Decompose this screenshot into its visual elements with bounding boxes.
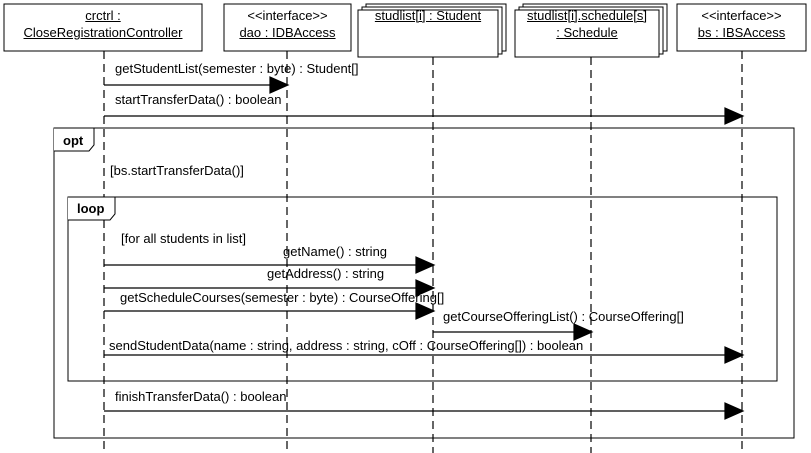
lifeline-name: dao : IDBAccess <box>239 25 336 40</box>
msg-arrowhead-getstudentlist <box>269 76 290 94</box>
msg-label-getcourseofferinglist: getCourseOfferingList() : CourseOffering… <box>443 309 684 324</box>
lifeline-name: bs : IBSAccess <box>697 25 786 40</box>
msg-arrowhead-getschedulecourses <box>415 302 436 320</box>
loop-label: loop <box>77 201 105 216</box>
lifeline-head-crctrl: crctrl : CloseRegistrationController <box>4 7 202 41</box>
lifeline-name-line2: : Schedule <box>556 25 618 40</box>
lifeline-head-dao: <<interface>> dao : IDBAccess <box>224 7 351 41</box>
msg-label-sendstudentdata: sendStudentData(name : string, address :… <box>109 338 584 353</box>
lifeline-box-crctrl <box>3 3 203 52</box>
lifeline-stereotype: <<interface>> <box>701 8 782 23</box>
msg-label-getaddress: getAddress() : string <box>267 266 385 281</box>
lifeline-name: studlist[i] : Student <box>374 8 482 23</box>
lifeline-head-schedule: studlist[i].schedule[s] : Schedule <box>515 7 659 41</box>
msg-label-getschedulecourses: getScheduleCourses(semester : byte) : Co… <box>120 290 445 305</box>
lifeline-name: crctrl : <box>85 8 121 23</box>
msg-label-getname: getName() : string <box>283 244 388 259</box>
lifeline-name-line2: CloseRegistrationController <box>23 25 183 40</box>
lifeline-head-student: studlist[i] : Student <box>358 7 498 24</box>
msg-arrowhead-finishtransfer <box>724 402 745 420</box>
msg-label-getstudentlist: getStudentList(semester : byte) : Studen… <box>115 61 359 76</box>
lifeline-box-schedule <box>514 9 660 58</box>
msg-arrowhead-starttransfer <box>724 107 745 125</box>
loop-guard: [for all students in list] <box>121 231 246 246</box>
msg-label-finishtransfer: finishTransferData() : boolean <box>115 389 287 404</box>
msg-arrowhead-getcourseofferinglist <box>573 323 594 341</box>
lifeline-name: studlist[i].schedule[s] <box>527 8 647 23</box>
lifeline-box-dao <box>223 3 352 52</box>
opt-guard: [bs.startTransferData()] <box>110 163 244 178</box>
loop-tag <box>68 196 116 221</box>
loop-fragment <box>67 196 778 382</box>
msg-arrowhead-getname <box>415 256 436 274</box>
msg-label-starttransfer: startTransferData() : boolean <box>115 92 282 107</box>
opt-label: opt <box>63 133 84 148</box>
opt-tag <box>54 127 95 152</box>
msg-arrowhead-sendstudentdata <box>724 346 745 364</box>
msg-arrowhead-getaddress <box>415 279 436 297</box>
opt-fragment <box>53 127 795 439</box>
lifeline-box-student <box>357 9 499 58</box>
lifeline-head-bs: <<interface>> bs : IBSAccess <box>677 7 806 41</box>
lifeline-stereotype: <<interface>> <box>247 8 328 23</box>
